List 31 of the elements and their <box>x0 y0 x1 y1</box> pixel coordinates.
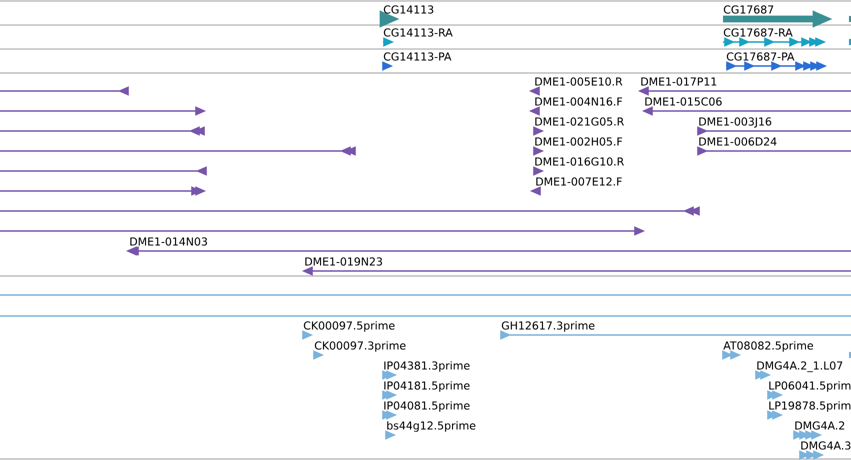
feature-label: CG14113 <box>384 5 434 14</box>
feature-label: DME1-006D24 <box>699 137 776 146</box>
feature-label: DMG4A.2 <box>795 421 844 430</box>
feature-label: LP06041.5prim <box>769 381 850 392</box>
feature-label: AT08082.5prime <box>723 341 814 352</box>
feature-label: DME1-004N16.F <box>535 97 622 106</box>
feature-label: DME1-019N23 <box>305 257 382 266</box>
feature-label: IP04181.5prime <box>384 381 470 392</box>
feature-label: DME1-002H05.F <box>535 137 622 146</box>
feature-label: LP19878.5prim <box>769 401 850 412</box>
feature-label: CG14113-PA <box>384 52 452 61</box>
feature-label: DMG4A.2_1.L07 <box>757 361 842 372</box>
feature-label: GH12617.3prime <box>502 321 594 332</box>
feature-label: DME1-014N03 <box>130 237 208 246</box>
feature-label: CG17687-PA <box>726 52 794 61</box>
feature-label: DME1-007E12.F <box>536 177 622 186</box>
feature-label: bs44g12.5prime <box>387 421 476 432</box>
feature-label: IP04381.3prime <box>384 361 470 372</box>
feature-label: DME1-005E10.R <box>535 77 622 86</box>
feature-label: CG17687 <box>724 5 774 14</box>
feature-label: DME1-021G05.R <box>535 117 624 126</box>
feature-label: DMG4A.3 <box>801 441 850 450</box>
feature-label: IP04081.5prime <box>384 401 470 412</box>
feature-label: CG17687-RA <box>724 28 793 37</box>
feature-label: DME1-015C06 <box>645 97 722 106</box>
feature-label: CK00097.3prime <box>314 341 406 352</box>
feature-label: DME1-003J16 <box>699 117 772 128</box>
feature-label: CG14113-RA <box>384 28 453 37</box>
feature-label: DME1-017P11 <box>641 77 716 86</box>
feature-label: DME1-016G10.R <box>535 157 624 166</box>
feature-label: CK00097.5prime <box>304 321 395 332</box>
